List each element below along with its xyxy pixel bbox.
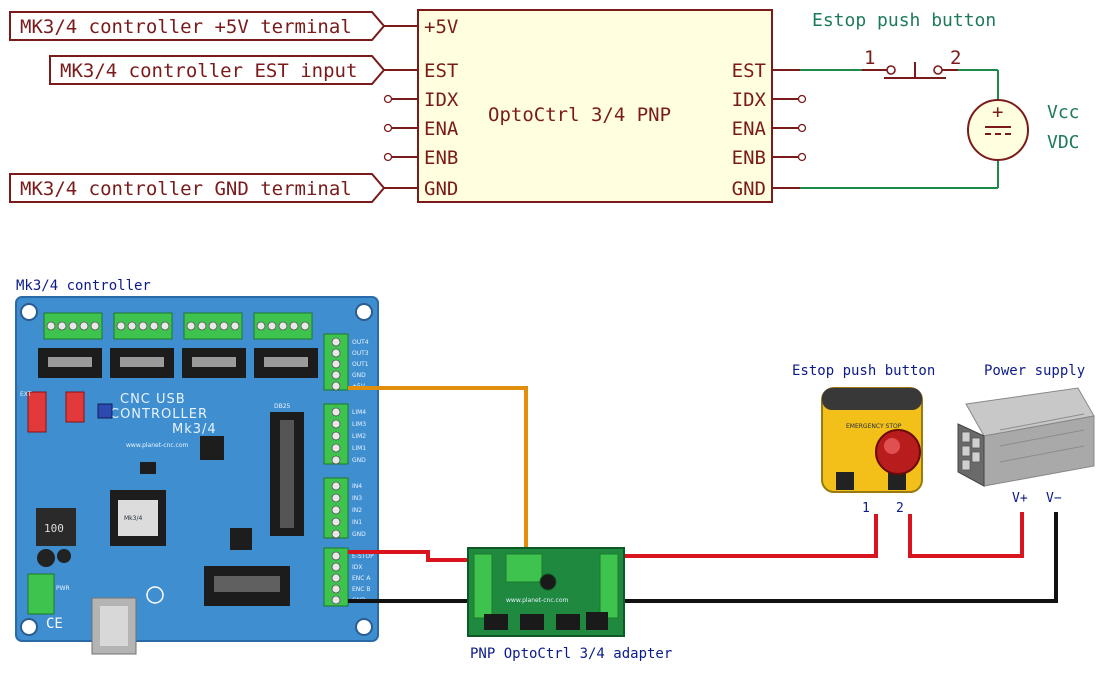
input-label-1: IN4: [352, 483, 362, 490]
power-supply-label: Power supply: [984, 363, 1085, 379]
ctrl-label-2: IDX: [352, 564, 363, 571]
controller-label: Mk3/4 controller: [16, 278, 151, 294]
controller-board: OUT4 OUT3 OUT1 GND +5V LIM4 LIM3 LIM2 LI…: [15, 296, 379, 655]
pin-right-enb: ENB: [732, 147, 766, 169]
net-label-5v: MK3/4 controller +5V terminal: [9, 11, 386, 41]
inductor: [36, 508, 76, 546]
motor-headers: [38, 348, 318, 378]
source-plus: +: [992, 101, 1003, 123]
estop-cap-text: EMERGENCY STOP: [846, 423, 902, 430]
photo-wires: [348, 386, 1058, 603]
ctrl-label-4: ENC B: [352, 586, 371, 593]
top-terminal-blocks: [43, 312, 313, 340]
green-wires: [800, 69, 999, 189]
pin-left-gnd: GND: [424, 178, 458, 200]
estop-photo-label: Estop push button: [792, 363, 935, 379]
board-brand-1: CNC USB: [120, 392, 186, 407]
pin-right-est: EST: [732, 60, 766, 82]
opto-chip: [417, 9, 773, 203]
svg-text:100: 100: [44, 522, 64, 535]
pin-left-est: EST: [424, 60, 458, 82]
vcc-label: Vcc: [1047, 102, 1080, 123]
db25-label: DB25: [274, 403, 291, 410]
power-terminal: [27, 573, 55, 615]
pin-left-ena: ENA: [424, 118, 459, 140]
net-label-est: MK3/4 controller EST input: [49, 55, 386, 85]
left-wires: [384, 25, 418, 189]
side-terminal-blocks: OUT4 OUT3 OUT1 GND +5V LIM4 LIM3 LIM2 LI…: [323, 333, 374, 607]
wire-gnd-black-right: [622, 512, 1058, 603]
net-label-est-text: MK3/4 controller EST input: [60, 60, 357, 82]
pwr-label: PWR: [56, 585, 70, 592]
board-site: www.planet-cnc.com: [126, 442, 189, 449]
photo-diagram: Mk3/4 controller: [15, 278, 1095, 662]
out-label-2: OUT3: [352, 350, 369, 357]
wire-button-pin2: [908, 512, 1024, 558]
red-jumper-2: [65, 391, 85, 423]
red-jumper-1: [27, 391, 47, 433]
net-label-gnd-text: MK3/4 controller GND terminal: [20, 178, 352, 200]
pin-left-5v: +5V: [424, 16, 458, 38]
out-label-4: GND: [352, 372, 366, 379]
wire-button-pin1: [622, 514, 878, 558]
limit-label-1: LIM4: [352, 409, 366, 416]
psu-vplus-label: V+: [1012, 491, 1028, 506]
pin-left-idx: IDX: [424, 89, 459, 111]
input-label-5: GND: [352, 531, 366, 538]
wire-5v-orange: [348, 386, 528, 556]
switch-pin-2: 2: [950, 47, 961, 69]
dc-source-symbol: +: [967, 99, 1029, 161]
limit-label-2: LIM3: [352, 421, 366, 428]
left-unconnected-pins: [383, 94, 393, 162]
opto-adapter-board: www.planet-cnc.com: [467, 547, 625, 637]
ext-label: EXT: [20, 391, 32, 398]
limit-label-3: LIM2: [352, 433, 366, 440]
ctrl-label-1: E-STOP: [352, 553, 374, 560]
input-label-2: IN3: [352, 495, 362, 502]
wire-est-red: [348, 550, 470, 562]
board-brand-2: CONTROLLER: [110, 407, 208, 422]
net-label-5v-text: MK3/4 controller +5V terminal: [20, 16, 352, 38]
pin-right-ena: ENA: [732, 118, 767, 140]
estop-button-photo: EMERGENCY STOP: [821, 387, 923, 493]
svg-text:CE: CE: [46, 616, 63, 632]
input-label-3: IN2: [352, 507, 362, 514]
out-label-3: OUT1: [352, 361, 369, 368]
estop-switch-symbol: [862, 62, 958, 79]
button-pin-2-label: 2: [896, 501, 904, 516]
limit-label-4: LIM1: [352, 445, 366, 452]
main-chip-label: Mk3/4: [124, 515, 142, 522]
switch-pin-1: 1: [864, 47, 875, 69]
right-stubs: [772, 69, 800, 189]
input-label-4: IN1: [352, 519, 362, 526]
estop-title: Estop push button: [812, 10, 996, 31]
psu-vminus-label: V−: [1046, 491, 1062, 506]
net-label-gnd: MK3/4 controller GND terminal: [9, 173, 386, 203]
pin-right-idx: IDX: [732, 89, 767, 111]
adapter-site: www.planet-cnc.com: [506, 597, 569, 604]
right-unconnected-pins: [797, 94, 807, 162]
opto-chip-title: OptoCtrl 3/4 PNP: [488, 104, 671, 126]
pin-right-gnd: GND: [732, 178, 766, 200]
power-supply-photo: [957, 387, 1095, 487]
pin-left-enb: ENB: [424, 147, 458, 169]
button-pin-1-label: 1: [862, 501, 870, 516]
schematic: MK3/4 controller +5V terminal MK3/4 cont…: [9, 9, 1080, 203]
ctrl-label-3: ENC A: [352, 575, 371, 582]
vdc-label: VDC: [1047, 132, 1080, 153]
adapter-label: PNP OptoCtrl 3/4 adapter: [470, 646, 672, 662]
limit-label-5: GND: [352, 457, 366, 464]
out-label-1: OUT4: [352, 339, 369, 346]
board-model: Mk3/4: [172, 422, 217, 437]
